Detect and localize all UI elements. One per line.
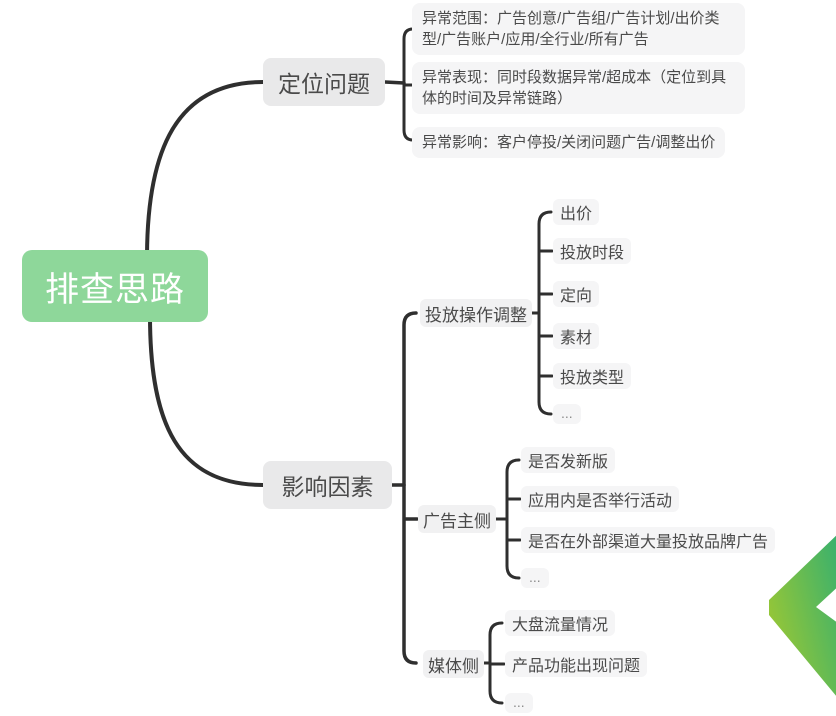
node-locate-problem[interactable]: 定位问题	[263, 58, 385, 106]
node-creative-material[interactable]: 素材	[553, 323, 600, 349]
node-overall-traffic[interactable]: 大盘流量情况	[505, 610, 616, 636]
node-abnormal-behavior[interactable]: 异常表现：同时段数据异常/超成本（定位到具体的时间及异常链路）	[412, 62, 745, 114]
node-external-brand-ads[interactable]: 是否在外部渠道大量投放品牌广告	[521, 527, 776, 553]
connector-locate-stem	[383, 80, 406, 85]
connector-media-bracket	[488, 621, 506, 705]
node-abnormal-impact[interactable]: 异常影响：客户停投/关闭问题广告/调整出价	[412, 127, 726, 158]
node-targeting[interactable]: 定向	[553, 281, 600, 307]
connector-factors-bracket	[402, 311, 419, 665]
node-advertiser-ellipsis[interactable]: ...	[521, 568, 549, 588]
connector-ops-bracket	[537, 210, 554, 416]
node-media-ellipsis[interactable]: ...	[505, 693, 533, 713]
node-new-version[interactable]: 是否发新版	[521, 447, 616, 473]
node-ops-ellipsis[interactable]: ...	[553, 404, 581, 424]
connector-locate-bracket	[402, 27, 415, 142]
node-bid[interactable]: 出价	[553, 199, 600, 225]
node-impact-factors[interactable]: 影响因素	[263, 461, 392, 509]
node-advertiser-side[interactable]: 广告主侧	[418, 505, 496, 533]
connector-root-to-factors	[148, 314, 265, 487]
node-media-side[interactable]: 媒体侧	[423, 650, 484, 678]
node-delivery-period[interactable]: 投放时段	[553, 238, 632, 264]
connector-advertiser-bracket	[505, 458, 522, 580]
node-in-app-events[interactable]: 应用内是否举行活动	[521, 486, 680, 512]
node-root[interactable]: 排查思路	[22, 250, 208, 322]
node-product-function-issue[interactable]: 产品功能出现问题	[505, 651, 648, 677]
node-ops-adjustment[interactable]: 投放操作调整	[420, 299, 532, 327]
connector-root-to-locate	[145, 80, 265, 260]
node-abnormal-scope[interactable]: 异常范围：广告创意/广告组/广告计划/出价类型/广告账户/应用/全行业/所有广告	[412, 3, 745, 55]
node-delivery-type[interactable]: 投放类型	[553, 363, 632, 389]
